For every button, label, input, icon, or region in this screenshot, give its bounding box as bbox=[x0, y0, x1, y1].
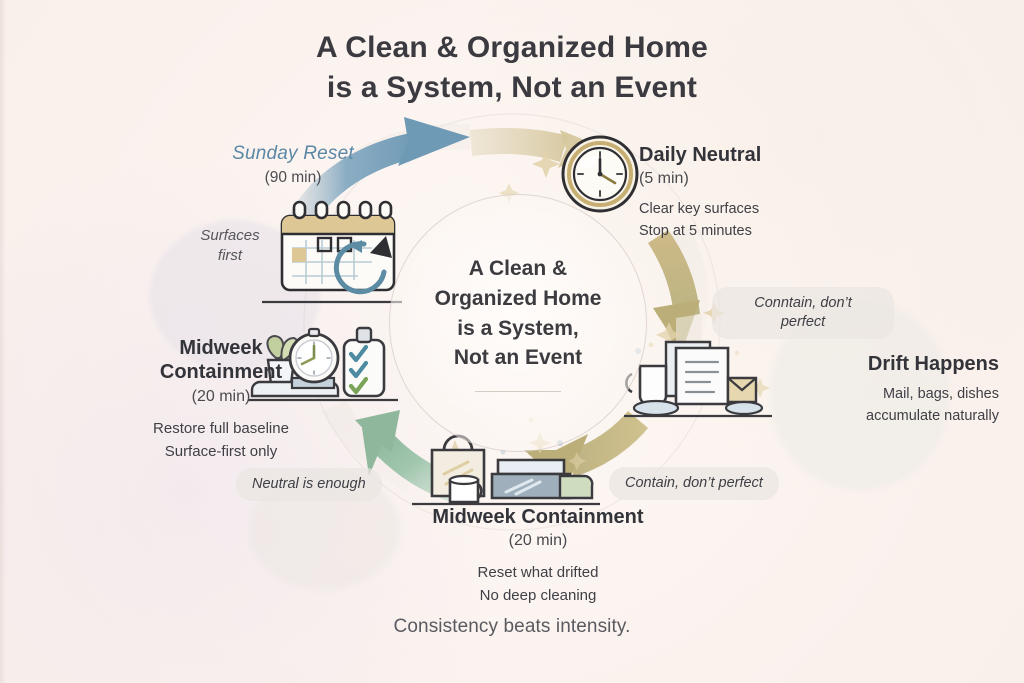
node-midweek-containment-left: Midweek Containment (20 min) Restore ful… bbox=[92, 336, 350, 463]
node-drift-happens-description: Mail, bags, dishes accumulate naturally bbox=[866, 386, 999, 425]
center-line-2: Organized Home bbox=[434, 286, 602, 310]
page-title: A Clean & Organized Home is a System, No… bbox=[0, 28, 1024, 107]
center-medallion-text: A Clean & Organized Home is a System, No… bbox=[413, 254, 624, 373]
node-midweek-containment-bottom-description: Reset what drifted No deep cleaning bbox=[477, 564, 599, 604]
clock-icon bbox=[561, 135, 639, 213]
node-daily-neutral: Daily Neutral (5 min) Clear key surfaces… bbox=[639, 143, 919, 242]
node-midweek-containment-left-description: Restore full baseline Surface-first only bbox=[153, 419, 289, 460]
arrow-top-tan bbox=[470, 128, 604, 168]
node-midweek-containment-left-duration: (20 min) bbox=[191, 387, 251, 405]
node-daily-neutral-duration: (5 min) bbox=[639, 170, 689, 187]
page-title-line-1: A Clean & Organized Home bbox=[315, 31, 709, 64]
annotation-conntain-dont-perfect: Conntain, don’t perfect bbox=[712, 287, 894, 339]
center-line-1: A Clean & bbox=[468, 256, 568, 280]
node-drift-happens-title: Drift Happens bbox=[867, 353, 999, 375]
node-midweek-containment-bottom-title: Midweek Containment bbox=[432, 506, 644, 528]
node-daily-neutral-title: Daily Neutral bbox=[639, 144, 762, 166]
center-medallion: A Clean & Organized Home is a System, No… bbox=[389, 194, 647, 452]
arrow-right-tan bbox=[648, 230, 702, 390]
center-line-4: Not an Event bbox=[453, 346, 583, 370]
node-midweek-containment-bottom: Midweek Containment (20 min) Reset what … bbox=[380, 505, 696, 608]
center-divider bbox=[475, 391, 561, 393]
node-sunday-reset-duration: (90 min) bbox=[264, 168, 322, 186]
node-drift-happens: Drift Happens Mail, bags, dishes accumul… bbox=[749, 352, 999, 427]
node-daily-neutral-description: Clear key surfaces Stop at 5 minutes bbox=[639, 201, 760, 240]
annotation-surfaces-first: Surfaces first bbox=[200, 227, 260, 264]
annotation-contain-dont-perfect: Contain, don’t perfect bbox=[609, 467, 779, 500]
node-midweek-containment-bottom-duration: (20 min) bbox=[508, 532, 568, 549]
page-title-line-2: is a System, Not an Event bbox=[326, 70, 698, 104]
center-line-3: is a System, bbox=[457, 316, 579, 340]
node-midweek-containment-left-title: Midweek Containment bbox=[159, 337, 283, 384]
footer-tagline: Consistency beats intensity. bbox=[393, 616, 631, 637]
node-sunday-reset-title: Sunday Reset bbox=[232, 143, 354, 164]
annotation-neutral-is-enough: Neutral is enough bbox=[236, 468, 382, 501]
node-sunday-reset: Sunday Reset (90 min) bbox=[193, 143, 393, 189]
